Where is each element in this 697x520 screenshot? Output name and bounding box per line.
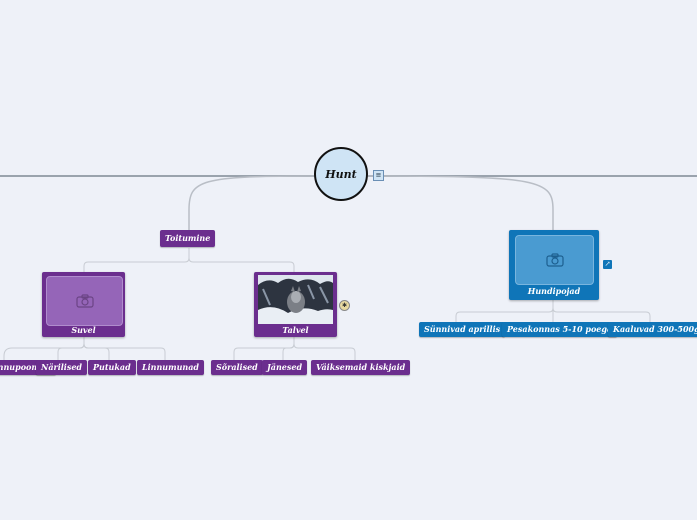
node-suvel-child-3[interactable]: Putukad xyxy=(88,360,136,375)
node-suvel-child-4-label: Linnumunad xyxy=(142,362,199,372)
connector-toitumine xyxy=(188,175,315,230)
node-suvel-child-2-label: Närilised xyxy=(41,362,83,372)
node-suvel-child-2[interactable]: Närilised xyxy=(36,360,88,375)
connector-hundipojad-3 xyxy=(552,307,651,322)
root-node-hunt[interactable]: Hunt xyxy=(314,147,368,201)
node-talvel-child-3[interactable]: Väiksemaid kiskjaid xyxy=(311,360,411,375)
node-hundipojad-child-1-label: Sünnivad aprillis xyxy=(424,324,501,334)
node-talvel-label: Talvel xyxy=(282,325,309,335)
node-hundipojad[interactable]: Hundipojad xyxy=(509,230,599,300)
connector-talvel-3 xyxy=(293,343,356,360)
node-talvel-child-1-label: Sõralised xyxy=(216,362,258,372)
image-placeholder xyxy=(515,235,594,285)
node-suvel[interactable]: Suvel xyxy=(42,272,125,337)
node-talvel-child-3-label: Väiksemaid kiskjaid xyxy=(316,362,406,372)
wolf-photo xyxy=(258,275,333,324)
node-suvel-child-4[interactable]: Linnumunad xyxy=(137,360,204,375)
node-hundipojad-child-1[interactable]: Sünnivad aprillis xyxy=(419,322,506,337)
connector-suvel-4 xyxy=(83,343,166,360)
connector-suvel xyxy=(83,248,190,273)
node-toitumine-label: Toitumine xyxy=(165,233,211,243)
node-hundipojad-child-3-label: Kaaluvad 300-500g xyxy=(613,324,697,334)
image-placeholder xyxy=(46,276,123,326)
node-talvel-child-1[interactable]: Sõralised xyxy=(211,360,263,375)
note-icon[interactable]: ≡ xyxy=(373,170,384,181)
node-hundipojad-child-2-label: Pesakonnas 5-10 poega xyxy=(507,324,613,334)
node-suvel-label: Suvel xyxy=(71,325,96,335)
node-talvel-child-2-label: Jänesed xyxy=(267,362,303,372)
external-link-icon[interactable]: ↗ xyxy=(603,260,612,269)
node-toitumine[interactable]: Toitumine xyxy=(160,230,216,247)
camera-icon xyxy=(545,253,564,267)
connector-talvel-2 xyxy=(282,343,295,360)
node-hundipojad-child-2[interactable]: Pesakonnas 5-10 poega xyxy=(502,322,618,337)
node-suvel-child-3-label: Putukad xyxy=(93,362,131,372)
connector-suvel-2 xyxy=(57,343,85,360)
node-hundipojad-child-3[interactable]: Kaaluvad 300-500g xyxy=(608,322,697,337)
node-hundipojad-label: Hundipojad xyxy=(527,286,581,296)
connector-hundipojad-1 xyxy=(455,300,554,322)
root-label: Hunt xyxy=(325,167,357,181)
connector-suvel-3 xyxy=(83,343,110,360)
node-talvel-child-2[interactable]: Jänesed xyxy=(262,360,308,375)
node-suvel-child-1-label: Linnupoomad xyxy=(0,362,51,372)
wolf-badge-icon[interactable]: ✱ xyxy=(339,300,350,311)
connector-hundipojad xyxy=(367,175,554,230)
camera-icon xyxy=(75,294,94,308)
connector-talvel xyxy=(188,257,295,273)
node-talvel[interactable]: Talvel xyxy=(254,272,337,337)
